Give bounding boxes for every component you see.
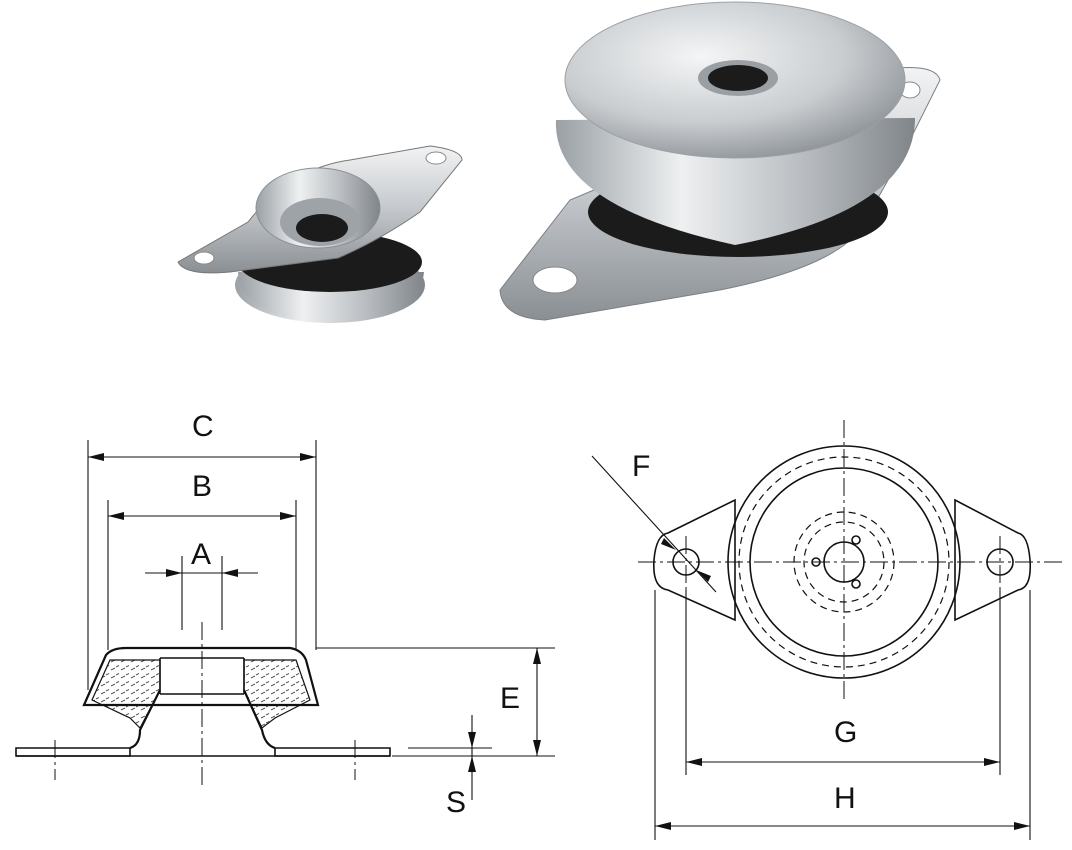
dimension-label-e: E — [500, 682, 520, 715]
dimension-label-c: C — [192, 410, 214, 443]
dimension-label-b: B — [192, 470, 212, 503]
top-view-drawing — [591, 420, 1065, 840]
small-mount-photo — [177, 145, 463, 323]
dimension-label-g: G — [834, 716, 857, 749]
side-section-drawing — [15, 440, 555, 800]
dimension-label-a: A — [191, 538, 211, 571]
large-mount-photo — [499, 1, 941, 321]
dimension-label-f: F — [632, 450, 650, 483]
dimension-label-h: H — [834, 782, 856, 815]
dimension-label-s: S — [446, 786, 466, 819]
